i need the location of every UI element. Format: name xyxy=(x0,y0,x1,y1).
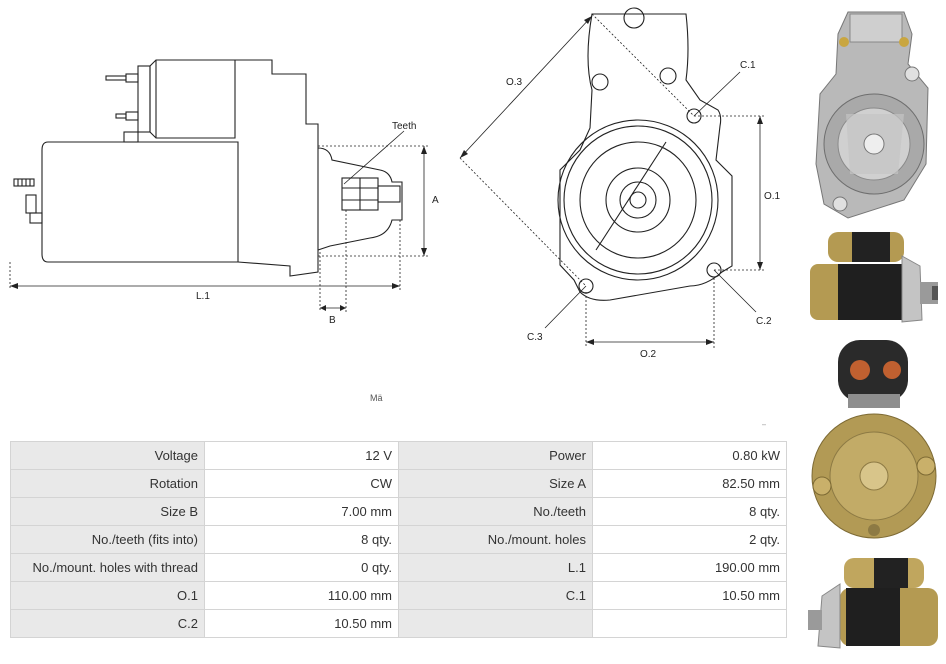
label-c3: C.3 xyxy=(527,332,543,343)
label-l1: L.1 xyxy=(196,291,210,302)
starter-front-flange-photo xyxy=(815,11,929,219)
technical-drawing: Teeth A B L.1 O.3 C.1 O.1 C.2 C.3 O.2 xyxy=(9,7,781,360)
label-teeth: Teeth xyxy=(392,121,416,132)
spec-label xyxy=(398,609,593,638)
spec-label: No./mount. holes xyxy=(398,525,593,554)
label-o1: O.1 xyxy=(764,191,781,202)
motor-body xyxy=(41,141,239,263)
spec-label: Rotation xyxy=(10,469,205,498)
drive-housing xyxy=(235,59,319,277)
label-o3: O.3 xyxy=(506,77,523,88)
solenoid xyxy=(149,59,236,139)
spec-value: 10.50 mm xyxy=(592,581,787,610)
tiny-mark: ′′′′ xyxy=(762,424,766,430)
starter-side-view-photo xyxy=(810,232,938,323)
spec-value: 7.00 mm xyxy=(204,497,399,526)
starter-side-view-photo-2 xyxy=(808,558,938,649)
label-b: B xyxy=(329,315,336,326)
spec-label: C.2 xyxy=(10,609,205,638)
spec-value: 190.00 mm xyxy=(592,553,787,582)
spec-value: CW xyxy=(204,469,399,498)
spec-value: 8 qty. xyxy=(592,497,787,526)
spec-value: 110.00 mm xyxy=(204,581,399,610)
spec-label: Voltage xyxy=(10,441,205,470)
spec-row: No./teeth (fits into)8 qty.No./mount. ho… xyxy=(10,525,787,554)
spec-value: 2 qty. xyxy=(592,525,787,554)
spec-value: 0 qty. xyxy=(204,553,399,582)
spec-label: No./teeth (fits into) xyxy=(10,525,205,554)
spec-label: C.1 xyxy=(398,581,593,610)
spec-value: 8 qty. xyxy=(204,525,399,554)
mounting-flange xyxy=(559,13,733,301)
spec-value: 82.50 mm xyxy=(592,469,787,498)
label-a: A xyxy=(432,195,439,206)
spec-label: No./mount. holes with thread xyxy=(10,553,205,582)
spec-value: 10.50 mm xyxy=(204,609,399,638)
spec-label: Size B xyxy=(10,497,205,526)
starter-rear-cap-photo xyxy=(811,340,937,539)
label-c2: C.2 xyxy=(756,316,772,327)
spec-value xyxy=(592,609,787,638)
spec-label: No./teeth xyxy=(398,497,593,526)
spec-label: L.1 xyxy=(398,553,593,582)
spec-value: 0.80 kW xyxy=(592,441,787,470)
spec-value: 12 V xyxy=(204,441,399,470)
hole-c2 xyxy=(706,262,722,278)
flange-outer-ring xyxy=(557,119,719,281)
label-o2: O.2 xyxy=(640,349,657,360)
label-c1: C.1 xyxy=(740,60,756,71)
watermark: Mä xyxy=(370,393,383,403)
rear-stud xyxy=(13,178,35,187)
spec-label: O.1 xyxy=(10,581,205,610)
hole-c1 xyxy=(686,108,702,124)
spec-label: Power xyxy=(398,441,593,470)
spec-label: Size A xyxy=(398,469,593,498)
